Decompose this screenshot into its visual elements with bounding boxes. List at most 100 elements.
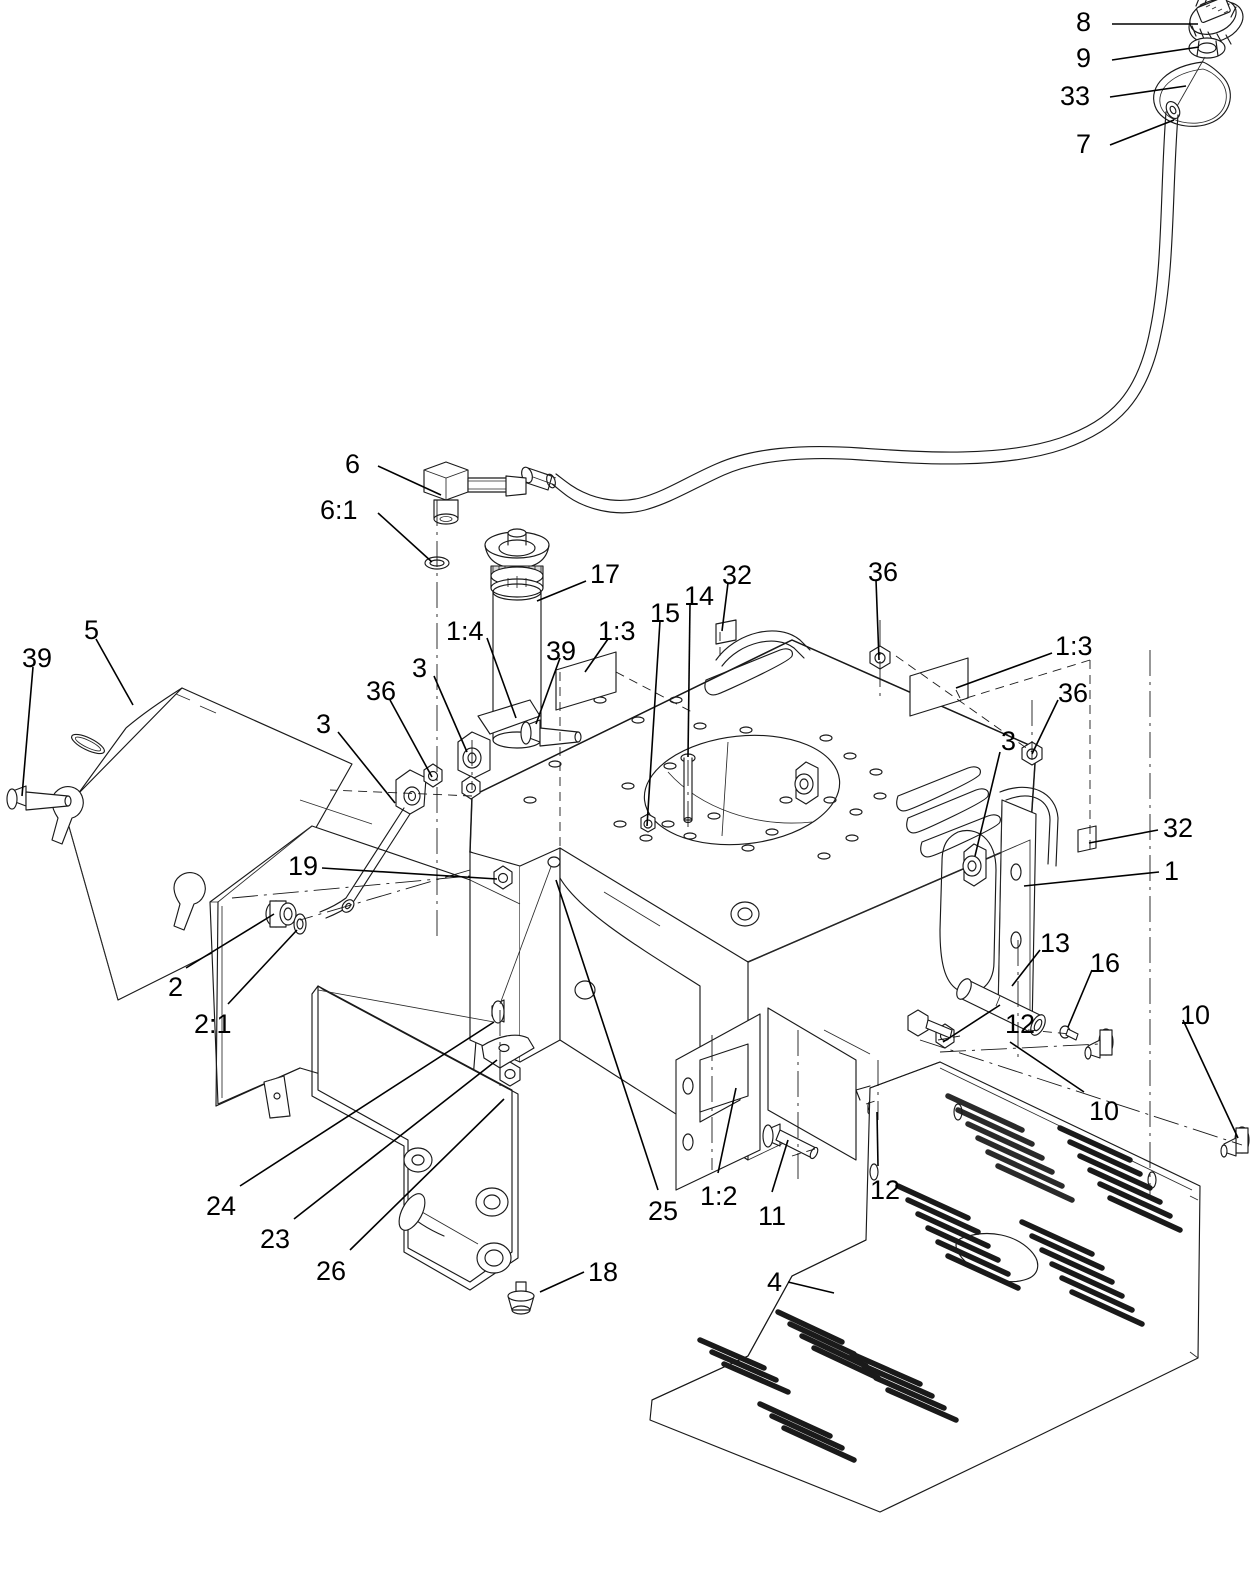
- leader-line-5: [95, 638, 134, 706]
- callout-32: 32: [722, 560, 753, 590]
- side-cover-panel: [6, 687, 373, 1001]
- leader-line-12: [876, 1111, 879, 1167]
- callout-leader-lines: [21, 23, 1239, 1294]
- fuel-cap-assembly: [1153, 0, 1244, 127]
- foot-platform: [649, 1061, 1201, 1513]
- leader-line-3: [337, 731, 396, 804]
- callout-36: 36: [868, 557, 899, 587]
- rod-19: [319, 807, 411, 919]
- leader-line-11: [771, 1139, 789, 1193]
- callout-19: 19: [288, 851, 319, 881]
- callout-15: 15: [650, 598, 681, 628]
- callout-33: 33: [1060, 81, 1091, 111]
- fuel-filler-neck: [484, 528, 550, 749]
- leader-line-9: [1111, 46, 1200, 61]
- screw-16: [1059, 1025, 1079, 1041]
- leader-line-4: [787, 1281, 835, 1294]
- shoulder-bolt-11: [762, 1123, 819, 1160]
- callout-10: 10: [1089, 1096, 1120, 1126]
- leader-line-32: [721, 582, 729, 632]
- leader-line-1-4: [486, 637, 517, 719]
- callout-18: 18: [588, 1257, 619, 1287]
- leader-line-24: [239, 1021, 495, 1187]
- leader-line-14: [687, 603, 691, 758]
- nut-36-e: [493, 865, 513, 890]
- clamp-parts: [395, 731, 987, 887]
- nut-36-d: [461, 775, 481, 800]
- callout-8: 8: [1076, 7, 1092, 37]
- leader-line-33: [1109, 85, 1187, 98]
- callout-23: 23: [260, 1224, 291, 1254]
- callout-4: 4: [767, 1267, 783, 1297]
- callout-12: 12: [1005, 1009, 1036, 1039]
- callout-32: 32: [1163, 813, 1194, 843]
- callout-1: 1: [1164, 856, 1180, 886]
- callout-12: 12: [870, 1175, 901, 1205]
- leader-line-23: [293, 1059, 498, 1220]
- leader-line-26: [349, 1098, 505, 1251]
- callout-1-3: 1:3: [1055, 631, 1093, 661]
- bolt-10-c: [907, 1009, 953, 1039]
- leader-line-3: [974, 751, 1001, 857]
- callout-3: 3: [1001, 726, 1017, 756]
- fuel-hose: [521, 111, 1179, 514]
- spacer-tube-13: [956, 978, 1046, 1036]
- leader-line-36: [1031, 699, 1059, 755]
- bolt-39-left: [6, 785, 72, 811]
- leader-line-39: [535, 657, 561, 725]
- callout-1-4: 1:4: [446, 616, 484, 646]
- leader-line-13: [1011, 949, 1041, 987]
- callout-36: 36: [366, 676, 397, 706]
- support-leg-assembly: [311, 856, 561, 1315]
- projection-lines: [329, 632, 1091, 1157]
- leader-line-1-3: [584, 638, 609, 673]
- callout-1-3: 1:3: [598, 616, 636, 646]
- leader-line-1-2: [717, 1087, 737, 1174]
- callout-39: 39: [546, 636, 577, 666]
- leader-line-1-3: [955, 652, 1053, 689]
- callout-5: 5: [84, 615, 100, 645]
- leader-line-1: [1023, 871, 1160, 887]
- leader-line-2: [185, 913, 275, 969]
- leader-line-25: [555, 879, 659, 1191]
- bolt-10-a: [1084, 1028, 1114, 1060]
- callout-13: 13: [1040, 928, 1071, 958]
- leader-line-12: [942, 1004, 1001, 1043]
- leader-line-6-1: [377, 512, 433, 563]
- callout-7: 7: [1076, 129, 1092, 159]
- callout-25: 25: [648, 1196, 679, 1226]
- callout-2: 2: [168, 972, 184, 1002]
- bolt-39-right: [520, 719, 582, 747]
- leader-line-18: [539, 1271, 585, 1293]
- leader-line-19: [321, 867, 498, 880]
- elbow-fitting: [423, 461, 527, 570]
- callout-16: 16: [1090, 948, 1121, 978]
- callout-17: 17: [590, 559, 621, 589]
- nuts-36: [423, 645, 1043, 890]
- center-lines: [231, 500, 1243, 1200]
- callout-9: 9: [1076, 43, 1092, 73]
- leader-line-16: [1067, 969, 1093, 1028]
- callout-26: 26: [316, 1256, 347, 1286]
- callout-6: 6: [345, 449, 361, 479]
- leader-line-39: [21, 666, 34, 797]
- callout-1-2: 1:2: [700, 1181, 738, 1211]
- callout-24: 24: [206, 1191, 237, 1221]
- leader-line-32: [1088, 829, 1159, 844]
- leader-line-6: [377, 465, 442, 496]
- callout-39: 39: [22, 643, 53, 673]
- callout-11: 11: [758, 1201, 787, 1231]
- callout-6-1: 6:1: [320, 495, 358, 525]
- leader-line-36: [389, 699, 433, 778]
- pin-14: [680, 753, 696, 824]
- callout-3: 3: [412, 653, 428, 683]
- leader-line-10: [1182, 1019, 1239, 1139]
- leader-line-10: [1009, 1041, 1085, 1093]
- leader-line-36: [875, 579, 880, 661]
- callout-3: 3: [316, 709, 332, 739]
- leader-line-7: [1109, 119, 1175, 146]
- leader-line-15: [646, 620, 661, 827]
- leader-line-3: [433, 675, 468, 753]
- leader-line-2-1: [227, 929, 298, 1005]
